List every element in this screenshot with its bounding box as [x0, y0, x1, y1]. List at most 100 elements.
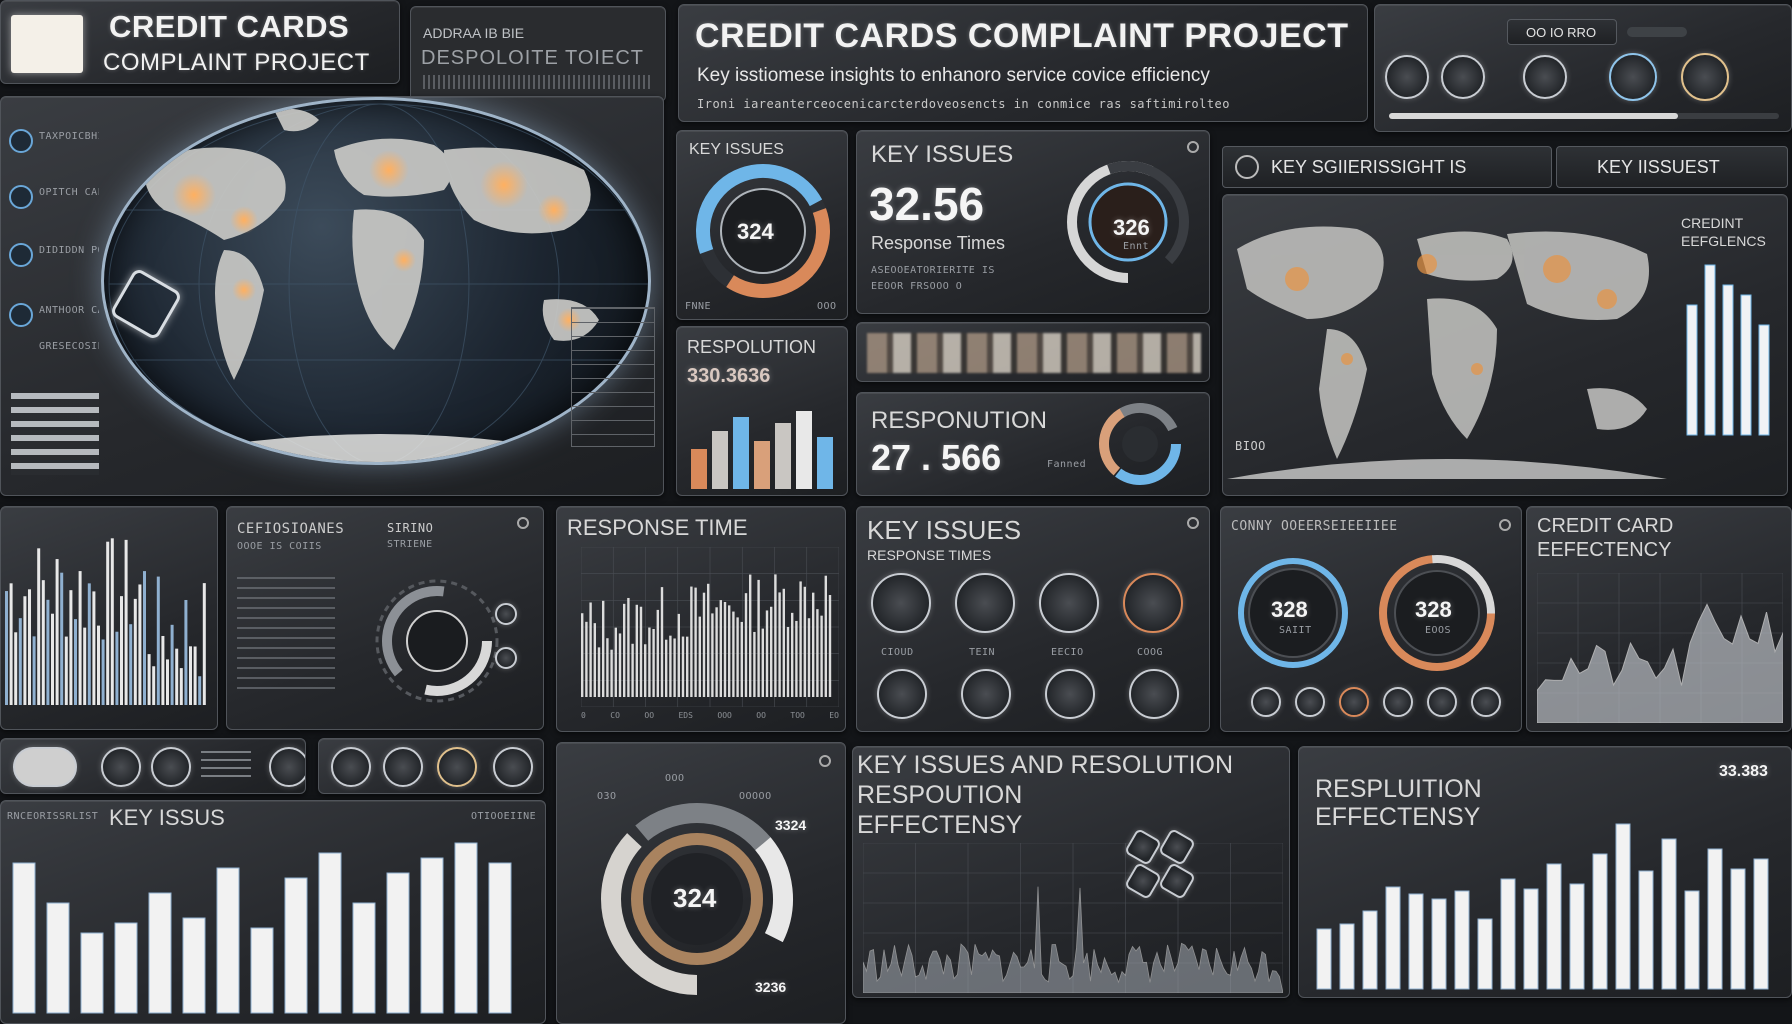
gauges-panel[interactable]: CONNY OOEERSEIEEIIEE 328 SAIIT 328 EOOS	[1220, 506, 1522, 732]
key-issues-bars-prefix: RNCEORISSRLIST	[7, 811, 99, 822]
strip-right-icon-4[interactable]	[493, 747, 533, 787]
strip-right-icon-3[interactable]	[437, 747, 477, 787]
control-dial-5-icon[interactable]	[1681, 53, 1729, 101]
nav-icon-1[interactable]	[9, 129, 33, 153]
page-subtitle: Key isstiomese insights to enhanoro serv…	[697, 65, 1210, 86]
hex-icon-3[interactable]	[1123, 861, 1163, 901]
mini-panel[interactable]: CEFIOSIOANES OOOE IS COIIS SIRINO STRIEN…	[226, 506, 544, 730]
credit-card-eff-panel[interactable]: CREDIT CARD EEFECTENCY	[1526, 506, 1792, 732]
hex-icon-2[interactable]	[1157, 827, 1197, 867]
mini-panel-close-icon[interactable]	[517, 517, 529, 529]
strip-right-icon-1[interactable]	[331, 747, 371, 787]
issue-circle-7-icon[interactable]	[1045, 669, 1095, 719]
key-issues-small-ring	[696, 164, 830, 298]
gauges-corner-icon[interactable]	[1499, 519, 1511, 531]
nav-item-3[interactable]: DIDIDDN POE	[39, 245, 99, 256]
issue-circle-1-icon[interactable]	[871, 573, 931, 633]
key-issues-grid[interactable]: KEY ISSUES RESPONSE TIMES CIOUD TEIN EEC…	[856, 506, 1210, 732]
response-bar	[753, 631, 756, 697]
key-issues-bar	[352, 902, 376, 1014]
mini-panel-icon-1[interactable]	[495, 603, 517, 625]
nav-icon-3[interactable]	[9, 243, 33, 267]
tab-key-insights[interactable]: KEY SGIIERISSIGHT IS	[1222, 146, 1552, 188]
nav-icon-4[interactable]	[9, 303, 33, 327]
nav-icon-2[interactable]	[9, 185, 33, 209]
map-side-bar	[1722, 284, 1734, 436]
issue-circle-6-icon[interactable]	[961, 669, 1011, 719]
left-bar	[28, 589, 31, 705]
resolution-small[interactable]: RESPOLUTION 330.3636	[676, 326, 848, 496]
strip-right-icon-2[interactable]	[383, 747, 423, 787]
control-dial-4-icon[interactable]	[1609, 53, 1657, 101]
strip-toggle-icon[interactable]	[13, 747, 77, 787]
response-bar	[602, 600, 605, 697]
donut-chart	[601, 803, 793, 995]
issue-circle-5-icon[interactable]	[877, 669, 927, 719]
nav-item-2[interactable]: OPITCH CALBS	[39, 187, 99, 198]
key-issues-main[interactable]: KEY ISSUES 32.56 Response Times ASEOOEAT…	[856, 130, 1210, 314]
page-title: CREDIT CARDS COMPLAINT PROJECT	[695, 17, 1349, 55]
control-dial-1-icon[interactable]	[1385, 55, 1429, 99]
hex-icon-1[interactable]	[1123, 827, 1163, 867]
key-issues-bar	[250, 927, 274, 1014]
issue-label-2: TEIN	[969, 647, 996, 658]
donut-panel[interactable]: OOO O3O OOOOO 324 3324 3236	[556, 742, 846, 1024]
left-bar	[101, 639, 105, 705]
gauge-action-6-icon[interactable]	[1471, 687, 1501, 717]
donut-corner-icon[interactable]	[819, 755, 831, 767]
nav-item-4[interactable]: ANTHOOR CAES	[39, 305, 99, 316]
resp-eff-bar	[1569, 883, 1585, 990]
key-issues-bars-panel[interactable]: RNCEORISSRLIST KEY ISSUS OTIOOEIINE	[0, 800, 546, 1024]
issue-circle-3-icon[interactable]	[1039, 573, 1099, 633]
world-map-panel[interactable]: BIOO CREDINT EEFGLENCS	[1222, 194, 1788, 496]
gauge-action-1-icon[interactable]	[1251, 687, 1281, 717]
top-pill[interactable]: OO IO RRO	[1507, 19, 1617, 45]
globe-map[interactable]	[101, 97, 651, 465]
breadcrumb-panel[interactable]: ADDRAA IB BIE DESPOLOITE TOIECT	[410, 6, 666, 102]
response-bar	[812, 592, 815, 697]
key-issues-small-value: 324	[737, 219, 774, 244]
key-issues-small[interactable]: KEY ISSUES 324 FNNE OOO	[676, 130, 848, 320]
resp-eff-value: 33.383	[1719, 763, 1768, 780]
gauge-action-4-icon[interactable]	[1383, 687, 1413, 717]
mini-panel-radial	[375, 579, 499, 703]
strip-icon-3[interactable]	[269, 747, 305, 787]
mini-panel-icon-2[interactable]	[495, 647, 517, 669]
nav-item-5[interactable]: GRESECOSIEOS	[39, 341, 99, 352]
issue-circle-8-icon[interactable]	[1129, 669, 1179, 719]
resp-eff-bar	[1339, 923, 1355, 990]
resolution-eff-panel[interactable]: KEY ISSUES AND RESOLUTION RESPOUTION EFF…	[852, 746, 1290, 998]
resolution-eff-title-3: EFFECTENSY	[857, 811, 1023, 839]
tab-key-issues[interactable]: KEY IISSUEST	[1556, 146, 1788, 188]
issue-circle-2-icon[interactable]	[955, 573, 1015, 633]
gauge-action-3-icon[interactable]	[1339, 687, 1369, 717]
response-bar	[627, 597, 630, 697]
response-tick: OOO	[717, 711, 732, 720]
hex-icon-4[interactable]	[1157, 861, 1197, 901]
resp-eff-bar-chart	[1316, 823, 1769, 990]
donut-top-label: OOO	[665, 773, 685, 784]
response-time-chart	[581, 547, 839, 707]
resolution-card[interactable]: RESPONUTION 27 . 566 Fanned	[856, 392, 1210, 496]
icon-strip-right	[318, 738, 544, 794]
resp-eff-bar	[1684, 890, 1700, 990]
response-bar	[774, 574, 777, 697]
page-tagline: Ironi iareanterceocenicarcterdoveosencts…	[697, 97, 1230, 111]
mini-panel-right-2: STRIENE	[387, 539, 433, 550]
issue-label-1: CIOUD	[881, 647, 914, 658]
key-issues-main-corner-icon[interactable]	[1187, 141, 1199, 153]
response-tick: TOO	[790, 711, 805, 720]
key-issues-grid-corner-icon[interactable]	[1187, 517, 1199, 529]
resp-eff-panel[interactable]: RESPLUITION EFFECTENSY 33.383	[1298, 746, 1792, 998]
issue-circle-4-icon[interactable]	[1123, 573, 1183, 633]
gauge-action-2-icon[interactable]	[1295, 687, 1325, 717]
gauge-action-5-icon[interactable]	[1427, 687, 1457, 717]
nav-item-1[interactable]: TAXPOICBHIKE	[39, 131, 99, 142]
strip-icon-2[interactable]	[151, 747, 191, 787]
control-dial-3-icon[interactable]	[1523, 55, 1567, 99]
tab-key-issues-label: KEY IISSUEST	[1597, 156, 1720, 177]
strip-icon-1[interactable]	[101, 747, 141, 787]
key-issues-grid-title: KEY ISSUES	[867, 515, 1022, 545]
control-dial-2-icon[interactable]	[1441, 55, 1485, 99]
